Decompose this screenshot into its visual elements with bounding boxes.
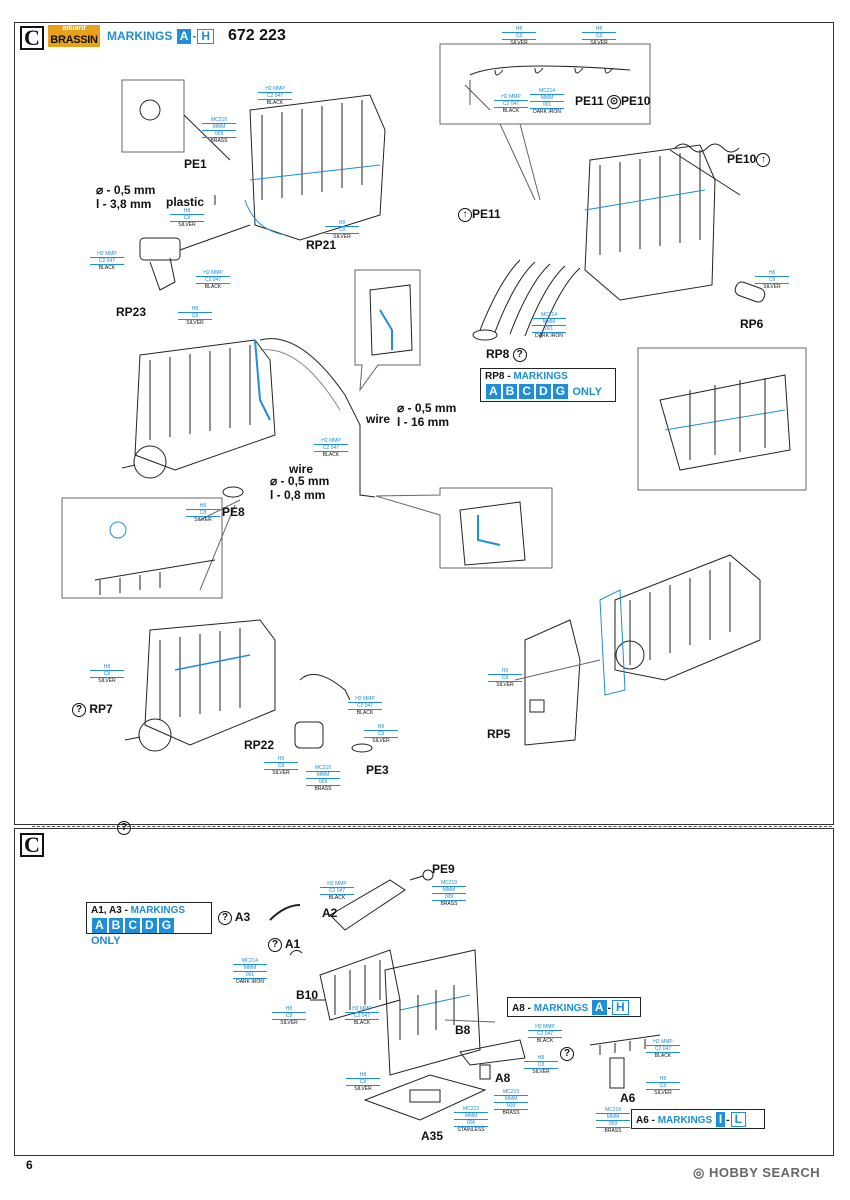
pe11-pe10-label: PE11 ⊙PE10 [575,94,651,109]
a8-markings-box: A8 - MARKINGS A-H [507,997,641,1017]
upper-step-frame [14,22,834,825]
wire1-dimensions: ⌀ - 0,5 mm l - 16 mm [397,401,457,429]
wire1-label: wire [366,412,391,426]
part-label-rp22: RP22 [244,738,275,752]
part-label-b8: B8 [455,1023,471,1037]
part-label-pe9: PE9 [432,862,455,876]
eduard-brassin-logo: eduard BRASSIN [48,25,100,49]
page-number: 6 [26,1158,33,1172]
step-c-badge: C [20,26,44,50]
wire2-label: wire [289,462,314,476]
part-label-rp7: ? RP7 [72,702,113,717]
part-label-a1: ? A1 [268,937,300,952]
lower-step-frame [14,828,834,1156]
unknown-question-mark: ? [117,820,131,835]
part-label-pe11-arrow: ↑PE11 [458,207,501,222]
wire2-dimensions: ⌀ - 0,5 mm l - 0,8 mm [270,474,330,502]
part-label-pe10-arrow: PE10↑ [727,152,771,167]
part-label-a3: ? A3 [218,910,250,925]
part-label-pe3: PE3 [366,763,389,777]
watermark: ◎ HOBBY SEARCH [693,1165,821,1180]
part-label-a2: A2 [322,906,338,920]
part-label-a35: A35 [421,1129,444,1143]
part-label-rp6: RP6 [740,317,764,331]
plastic-rod-dimensions: ⌀ - 0,5 mm l - 3,8 mm [96,183,156,211]
section-divider [32,826,832,827]
part-label-rp23: RP23 [116,305,147,319]
part-label-rp21: RP21 [306,238,337,252]
part-label-pe8: PE8 [222,505,245,519]
lower-step-c-badge: C [20,833,44,857]
header-markings: MARKINGS A-H [107,29,215,44]
part-label-rp5: RP5 [487,727,511,741]
part-label-a6: A6 [620,1091,636,1105]
plastic-label: plastic [166,195,205,209]
a6-question-mark: ? [560,1046,574,1061]
part-label-rp8: RP8 ? [486,347,527,362]
product-code: 672 223 [228,27,286,44]
part-label-a8: A8 [495,1071,511,1085]
a6-markings-box: A6 - MARKINGS I-L [631,1109,765,1129]
part-label-b10: B10 [296,988,319,1002]
part-label-pe1: PE1 [184,157,207,171]
